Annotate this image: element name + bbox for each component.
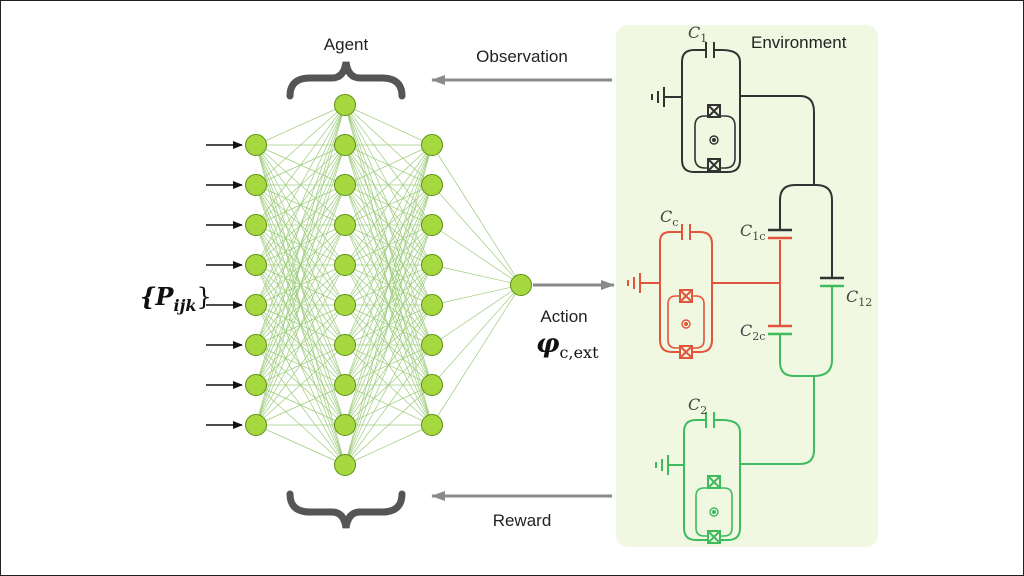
- network-edge: [344, 144, 433, 226]
- action-phi: φc,ext: [536, 329, 599, 362]
- network-edge: [431, 184, 522, 286]
- network-edge: [344, 304, 433, 466]
- network-node: [421, 134, 443, 156]
- network-edge: [344, 384, 433, 466]
- cap-c1c-label: C1c: [740, 221, 765, 243]
- network-node: [421, 414, 443, 436]
- network-edge: [344, 104, 433, 146]
- environment-title: Environment: [751, 33, 847, 52]
- cap-c12-label: C12: [846, 287, 872, 309]
- coupler: [627, 224, 781, 359]
- reward-label: Reward: [493, 511, 552, 530]
- network-node: [245, 254, 267, 276]
- network-node: [510, 274, 532, 296]
- coupling-capacitors: [768, 228, 844, 336]
- network-edge: [255, 264, 346, 426]
- cap-c2-label: C2: [688, 395, 707, 417]
- network-edge: [431, 224, 522, 286]
- network-edge: [255, 104, 346, 346]
- network-edge: [255, 304, 346, 426]
- network-edge: [431, 144, 522, 286]
- network-edge: [344, 144, 433, 186]
- input-label-close: }: [196, 283, 211, 311]
- network-edge: [344, 184, 433, 466]
- network-edges: [255, 104, 522, 466]
- network-edge: [255, 184, 346, 426]
- network-edge: [344, 144, 433, 386]
- network-edge: [344, 144, 433, 466]
- network-edge: [255, 104, 346, 306]
- network-edge: [431, 284, 522, 426]
- action-phi-sub: c,ext: [560, 343, 600, 362]
- network-node: [245, 214, 267, 236]
- network-edge: [255, 104, 346, 386]
- network-edge: [255, 144, 346, 426]
- network-edge: [344, 144, 433, 426]
- action-label: Action: [540, 307, 587, 326]
- network-edge: [255, 104, 346, 146]
- network-edge: [255, 104, 346, 266]
- network-node: [334, 294, 356, 316]
- network-node: [245, 134, 267, 156]
- network-node: [334, 334, 356, 356]
- observation-label: Observation: [476, 47, 568, 66]
- network-node: [334, 454, 356, 476]
- network-edge: [255, 104, 346, 426]
- network-node: [334, 134, 356, 156]
- cap-c2c-label: C2c: [740, 321, 765, 343]
- network-edge: [255, 344, 346, 426]
- network-edge: [431, 284, 522, 346]
- network-edge: [255, 384, 346, 426]
- network-node: [245, 174, 267, 196]
- network-node: [245, 334, 267, 356]
- network-edge: [344, 424, 433, 466]
- cap-cc-label: Cc: [660, 207, 678, 229]
- network-node: [421, 254, 443, 276]
- network-node: [245, 294, 267, 316]
- action-phi-symbol: φ: [536, 329, 560, 359]
- qubit-2: [655, 286, 833, 544]
- agent-brace-bottom: [286, 490, 406, 529]
- agent-brace-top: [286, 61, 406, 100]
- network-node: [421, 334, 443, 356]
- network-node: [334, 254, 356, 276]
- agent-title: Agent: [324, 35, 369, 54]
- network-edge: [255, 424, 346, 466]
- network-edge: [344, 344, 433, 466]
- network-edge: [431, 284, 522, 306]
- qubit-1: [651, 42, 833, 278]
- network-edge: [431, 264, 522, 286]
- network-edge: [255, 224, 346, 426]
- input-label-sub: ijk: [173, 296, 196, 315]
- network-node: [334, 374, 356, 396]
- network-node: [421, 374, 443, 396]
- network-node: [334, 94, 356, 116]
- input-label: {Pijk}: [140, 282, 212, 315]
- network-edge: [255, 104, 346, 186]
- network-node: [421, 174, 443, 196]
- input-label-open: {P: [140, 282, 174, 311]
- network-node: [421, 214, 443, 236]
- input-arrows: [206, 141, 243, 429]
- network-edge: [344, 224, 433, 466]
- network-edge: [255, 104, 346, 226]
- network-node: [245, 414, 267, 436]
- network-node: [421, 294, 443, 316]
- network-node: [245, 374, 267, 396]
- network-nodes: [245, 94, 532, 476]
- network-node: [334, 214, 356, 236]
- cap-c1-label: C1: [688, 23, 707, 45]
- network-edge: [344, 264, 433, 466]
- network-node: [334, 174, 356, 196]
- network-edge: [344, 144, 433, 266]
- network-edge: [344, 144, 433, 306]
- network-edge: [344, 144, 433, 346]
- network-edge: [431, 284, 522, 386]
- network-node: [334, 414, 356, 436]
